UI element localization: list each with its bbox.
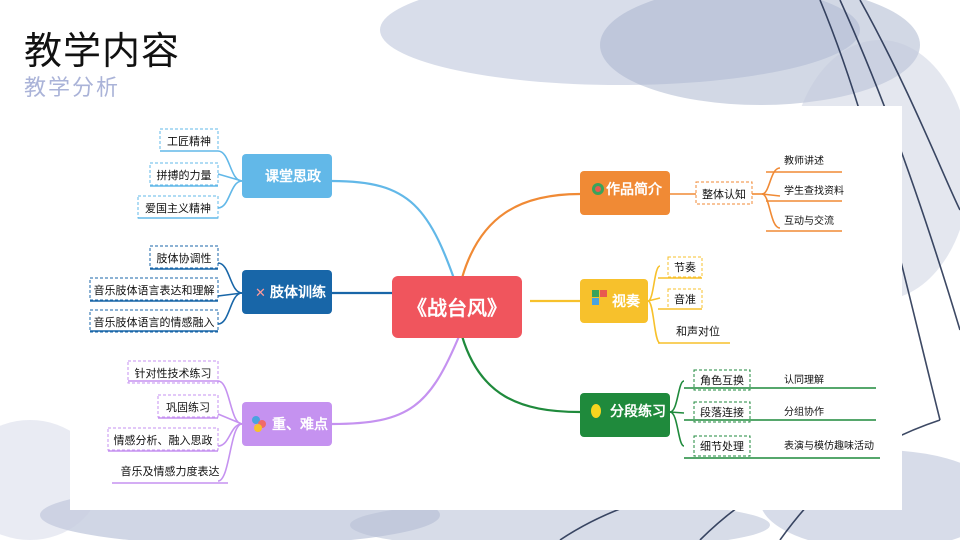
shizou-item-3: 和声对位 bbox=[676, 324, 720, 338]
node-zhiti-label: 肢体训练 bbox=[270, 284, 326, 301]
fenduan-sub-2: 段落连接 bbox=[700, 405, 744, 419]
zhiti-item-3: 音乐肢体语言的情感融入 bbox=[94, 315, 215, 329]
zhiti-lines bbox=[90, 262, 243, 332]
node-ketang: 课堂思政 bbox=[242, 154, 332, 198]
center-node: 《战台风》 bbox=[392, 276, 522, 338]
zhongnan-item-4: 音乐及情感力度表达 bbox=[121, 464, 220, 478]
zhiti-item-1: 肢体协调性 bbox=[157, 251, 212, 265]
connector-zuopin bbox=[460, 192, 581, 279]
zuopin-item-1: 教师讲述 bbox=[784, 154, 824, 167]
node-zuopin-label: 作品简介 bbox=[606, 181, 663, 198]
fenduan-item-1: 认同理解 bbox=[784, 373, 824, 386]
zhongnan-item-1: 针对性技术练习 bbox=[135, 366, 212, 380]
lightbulb-icon bbox=[591, 404, 601, 418]
node-zuopin: 作品简介 bbox=[580, 171, 670, 215]
fenduan-sub-3: 细节处理 bbox=[700, 440, 744, 453]
node-ketang-label: 课堂思政 bbox=[265, 168, 322, 185]
fenduan-item-2: 分组协作 bbox=[784, 405, 824, 418]
zhongnan-lines bbox=[108, 380, 243, 484]
page-title: 教学内容 bbox=[24, 29, 181, 73]
zhongnan-item-2: 巩固练习 bbox=[166, 400, 210, 414]
zhongnan-item-3: 情感分析、融入思政 bbox=[114, 433, 213, 447]
node-fenduan-label: 分段练习 bbox=[610, 403, 666, 420]
zuopin-sub: 整体认知 bbox=[702, 187, 746, 201]
node-zhiti: ✕ 肢体训练 bbox=[242, 270, 332, 314]
mindmap: 《战台风》 课堂思政 ✕ 肢体训练 重、难点 bbox=[89, 128, 880, 484]
balloons-icon bbox=[252, 416, 260, 424]
fenduan-lines bbox=[669, 380, 880, 459]
page-subtitle: 教学分析 bbox=[24, 76, 121, 101]
shizou-item-1: 节奏 bbox=[674, 261, 696, 274]
fenduan-sub-1: 角色互换 bbox=[700, 373, 744, 387]
node-zhongnan: 重、难点 bbox=[242, 402, 332, 446]
zhiti-item-2: 音乐肢体语言表达和理解 bbox=[94, 283, 215, 297]
zuopin-item-2: 学生查找资料 bbox=[784, 184, 844, 197]
dumbbell-icon: ✕ bbox=[255, 286, 266, 301]
node-shizou-label: 视奏 bbox=[612, 293, 641, 310]
connector-ketang bbox=[331, 179, 462, 297]
ketang-item-3: 爱国主义精神 bbox=[145, 201, 211, 215]
fenduan-item-3: 表演与模仿趣味活动 bbox=[784, 439, 874, 452]
ketang-item-2: 拼搏的力量 bbox=[157, 168, 212, 182]
ketang-item-1: 工匠精神 bbox=[167, 134, 211, 148]
mindmap-panel: 《战台风》 课堂思政 ✕ 肢体训练 重、难点 bbox=[70, 106, 902, 510]
zuopin-item-3: 互动与交流 bbox=[784, 214, 834, 227]
center-label: 《战台风》 bbox=[407, 296, 507, 320]
shizou-item-2: 音准 bbox=[674, 292, 696, 306]
node-shizou: 视奏 bbox=[580, 279, 648, 323]
node-fenduan: 分段练习 bbox=[580, 393, 670, 437]
zuopin-lines bbox=[670, 167, 842, 232]
connector-fenduan bbox=[460, 335, 581, 414]
blocks-icon bbox=[592, 290, 599, 297]
node-zhongnan-label: 重、难点 bbox=[272, 416, 328, 433]
connector-zhongnan bbox=[331, 333, 462, 426]
